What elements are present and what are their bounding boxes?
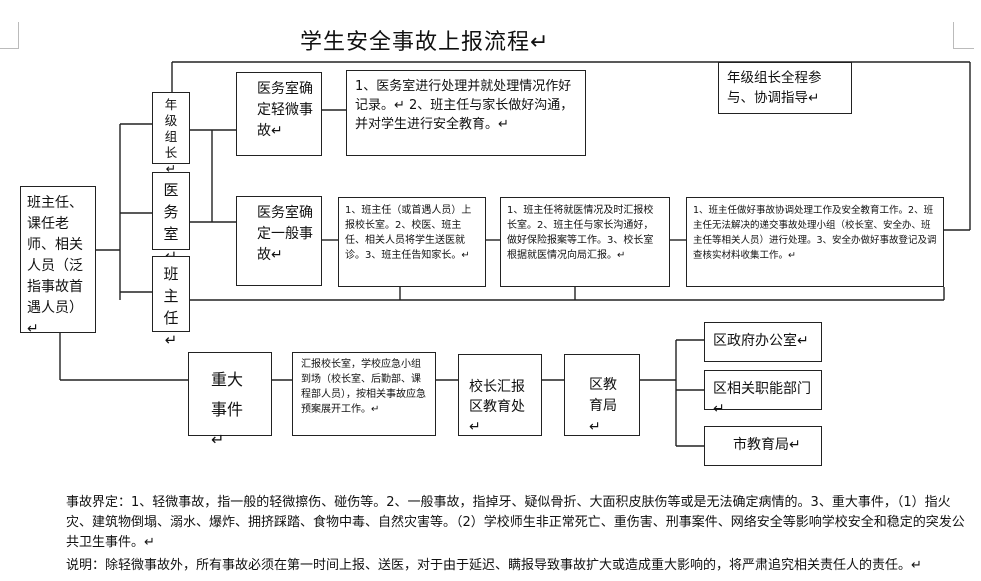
page-corner-mark-right — [953, 22, 974, 49]
major-step-label: 汇报校长室，学校应急小组到场（校长室、后勤部、课程部人员），按相关事故应急预案展… — [301, 359, 426, 415]
reporting-note: 说明：除轻微事故外，所有事故必须在第一时间上报、送医，对于由于延迟、瞒报导致事故… — [66, 558, 922, 573]
head-teacher-box: 班主任↵ — [152, 256, 190, 349]
general-step1-label: 1、班主任（或首遇人员）上报校长室。2、校医、班主任、相关人员将学生送医就诊。3… — [345, 205, 472, 261]
major-event-label: 重大事件↵ — [211, 370, 244, 449]
reporter-label: 班主任、课任老师、相关人员（泛指事故首遇人员）↵ — [27, 195, 83, 337]
page-corner-mark-left — [0, 22, 19, 49]
district-gov-label: 区政府办公室↵ — [713, 333, 809, 349]
district-edu-box: 区教育局↵ — [564, 354, 640, 436]
district-edu-label: 区教育局↵ — [589, 377, 617, 435]
grade-leader-full-label: 年级组长全程参与、协调指导↵ — [727, 70, 822, 106]
district-dept-box: 区相关职能部门↵ — [704, 370, 822, 417]
district-dept-label: 区相关职能部门↵ — [713, 381, 811, 417]
city-edu-label: 市教育局↵ — [733, 437, 801, 453]
general-step3-box: 1、班主任做好事故协调处理工作及安全教育工作。2、班主任无法解决的递交事故处理小… — [686, 197, 944, 287]
head-teacher-label: 班主任↵ — [163, 265, 179, 349]
minor-clinic-label: 医务室确定轻微事故↵ — [257, 81, 313, 139]
flowchart-title: 学生安全事故上报流程↵ — [300, 30, 550, 55]
minor-clinic-box: 医务室确定轻微事故↵ — [236, 72, 322, 156]
general-step3-label: 1、班主任做好事故协调处理工作及安全教育工作。2、班主任无法解决的递交事故处理小… — [693, 205, 937, 261]
general-clinic-box: 医务室确定一般事故↵ — [236, 196, 322, 286]
grade-leader-label: 年级组长↵ — [164, 97, 178, 176]
grade-leader-full-box: 年级组长全程参与、协调指导↵ — [718, 62, 852, 114]
major-step-box: 汇报校长室，学校应急小组到场（校长室、后勤部、课程部人员），按相关事故应急预案展… — [292, 352, 436, 436]
district-gov-box: 区政府办公室↵ — [704, 322, 822, 362]
principal-report-label: 校长汇报区教育处↵ — [469, 379, 525, 435]
general-step2-box: 1、班主任将就医情况及时汇报校长室。2、班主任与家长沟通好，做好保险报案等工作。… — [500, 197, 670, 287]
major-event-box: 重大事件↵ — [188, 352, 272, 449]
accident-definition: 事故界定：1、轻微事故，指一般的轻微擦伤、碰伤等。2、一般事故，指掉牙、疑似骨折… — [66, 495, 965, 550]
principal-report-box: 校长汇报区教育处↵ — [458, 354, 542, 436]
minor-steps-label: 1、医务室进行处理并就处理情况作好记录。↵ 2、班主任与家长做好沟通，并对学生进… — [355, 79, 574, 132]
general-step1-box: 1、班主任（或首遇人员）上报校长室。2、校医、班主任、相关人员将学生送医就诊。3… — [338, 197, 486, 287]
general-step2-label: 1、班主任将就医情况及时汇报校长室。2、班主任与家长沟通好，做好保险报案等工作。… — [507, 205, 654, 261]
city-edu-box: 市教育局↵ — [704, 426, 822, 466]
reporter-box: 班主任、课任老师、相关人员（泛指事故首遇人员）↵ — [20, 186, 96, 337]
grade-leader-box: 年级组长↵ — [152, 92, 190, 176]
clinic-box: 医务室↵ — [152, 172, 190, 265]
general-clinic-label: 医务室确定一般事故↵ — [257, 205, 313, 263]
minor-steps-box: 1、医务室进行处理并就处理情况作好记录。↵ 2、班主任与家长做好沟通，并对学生进… — [346, 70, 586, 156]
